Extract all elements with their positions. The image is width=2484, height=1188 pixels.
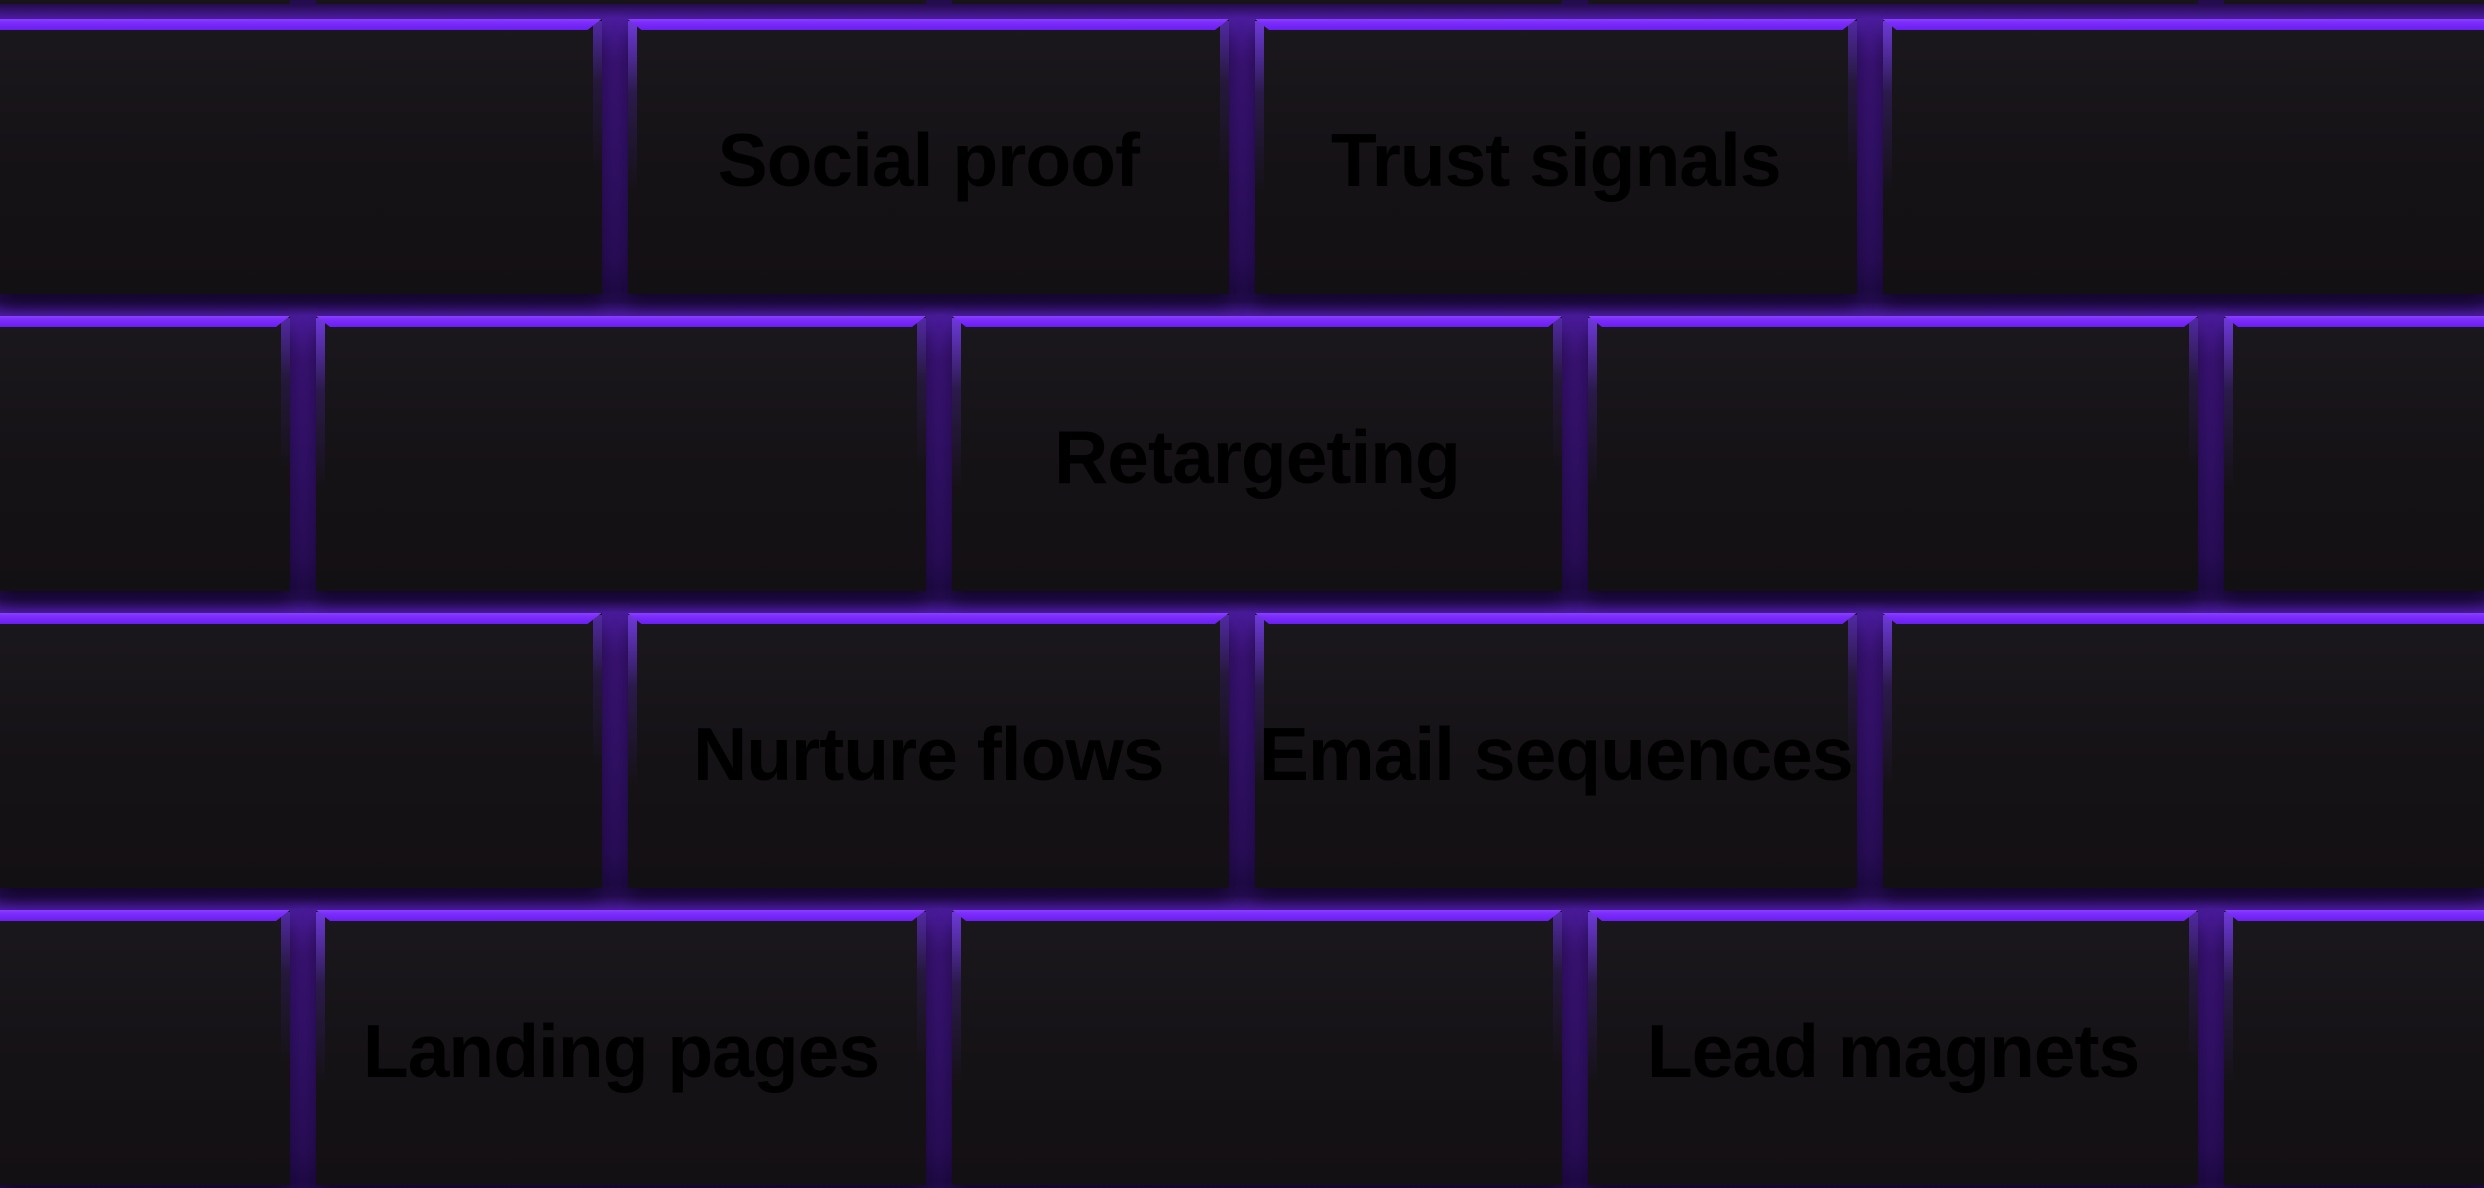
brick-top-bevel xyxy=(0,19,602,30)
brick-trust-signals: Trust signals xyxy=(1255,19,1857,294)
brick xyxy=(2224,316,2484,591)
brick xyxy=(316,0,926,4)
brick-top-bevel xyxy=(952,910,1562,921)
brick-top-bevel xyxy=(1588,910,2198,921)
brick xyxy=(1588,316,2198,591)
brick-left-bevel xyxy=(2224,318,2233,489)
brick-right-bevel xyxy=(1220,615,1229,767)
brick-left-bevel xyxy=(627,615,637,786)
brick-social-proof: Social proof xyxy=(627,19,1230,294)
brick-right-bevel xyxy=(592,21,602,173)
brick-label: Lead magnets xyxy=(1646,1008,2140,1093)
brick-top-bevel xyxy=(1882,19,2484,30)
brick-right-bevel xyxy=(2189,318,2198,470)
brick xyxy=(0,910,290,1185)
brick-top-bevel xyxy=(0,316,290,327)
brick-label: Trust signals xyxy=(1330,117,1782,202)
brick-top-bevel xyxy=(1882,613,2484,624)
brick-label: Social proof xyxy=(717,117,1140,202)
brick-top-bevel xyxy=(628,19,1230,30)
brick xyxy=(0,316,290,591)
brick xyxy=(0,613,602,888)
brick-top-bevel xyxy=(1588,316,2198,327)
brick-row-4: Landing pages Lead magnets xyxy=(0,910,2484,1185)
brick-label: Landing pages xyxy=(362,1008,880,1093)
brick-left-bevel xyxy=(1882,21,1892,192)
brick-lead-magnets: Lead magnets xyxy=(1588,910,2198,1185)
brick xyxy=(952,0,1562,4)
brick-retargeting: Retargeting xyxy=(952,316,1562,591)
brick-left-bevel xyxy=(1255,615,1264,786)
brick-left-bevel xyxy=(952,318,961,489)
brick-label: Email sequences xyxy=(1258,711,1854,796)
brick-top-bevel xyxy=(2224,910,2484,921)
brick xyxy=(952,910,1562,1185)
brick-right-bevel xyxy=(1847,21,1857,173)
brick-row-3: Nurture flows Email sequences xyxy=(0,613,2484,888)
brick-top-bevel xyxy=(1255,19,1857,30)
brick xyxy=(0,0,290,4)
brick-left-bevel xyxy=(1588,912,1597,1083)
brick-email-sequences: Email sequences xyxy=(1255,613,1857,888)
brick-right-bevel xyxy=(917,318,926,470)
brick-right-bevel xyxy=(1553,318,1562,470)
brick-top-bevel xyxy=(316,316,926,327)
brick-top-bevel xyxy=(952,316,1562,327)
brick-row-2: Retargeting xyxy=(0,316,2484,591)
brick-row-1: Social proof Trust signals xyxy=(0,19,2484,294)
brick-left-bevel xyxy=(2224,912,2233,1083)
brick-top-bevel xyxy=(1255,613,1857,624)
brick-right-bevel xyxy=(281,318,290,470)
brick xyxy=(1882,613,2484,888)
brick-left-bevel xyxy=(316,318,325,489)
brick-left-bevel xyxy=(627,21,637,192)
brick-right-bevel xyxy=(2189,912,2198,1064)
brick-right-bevel xyxy=(1847,615,1857,767)
brick-top-bevel xyxy=(316,910,926,921)
brick xyxy=(1882,19,2484,294)
brick-top-bevel xyxy=(2224,316,2484,327)
brick xyxy=(0,19,602,294)
brick-top-bevel xyxy=(628,613,1230,624)
brick xyxy=(2224,910,2484,1185)
brick-top-bevel xyxy=(0,910,290,921)
brick-right-bevel xyxy=(281,912,290,1064)
brick-left-bevel xyxy=(1882,615,1892,786)
brick xyxy=(2224,0,2484,4)
brick-left-bevel xyxy=(1255,21,1264,192)
brick-left-bevel xyxy=(1588,318,1597,489)
brick-right-bevel xyxy=(1553,912,1562,1064)
brick-label: Nurture flows xyxy=(693,711,1164,796)
brick-left-bevel xyxy=(316,912,325,1083)
brick-top-bevel xyxy=(0,613,602,624)
brick-nurture-flows: Nurture flows xyxy=(627,613,1230,888)
brick-row-0 xyxy=(0,0,2484,4)
brick-right-bevel xyxy=(917,912,926,1064)
brick-right-bevel xyxy=(1220,21,1229,173)
brick-landing-pages: Landing pages xyxy=(316,910,926,1185)
brick-left-bevel xyxy=(952,912,961,1083)
brick xyxy=(316,316,926,591)
brick-right-bevel xyxy=(592,615,602,767)
brick-label: Retargeting xyxy=(1054,414,1461,499)
brick xyxy=(1588,0,2198,4)
